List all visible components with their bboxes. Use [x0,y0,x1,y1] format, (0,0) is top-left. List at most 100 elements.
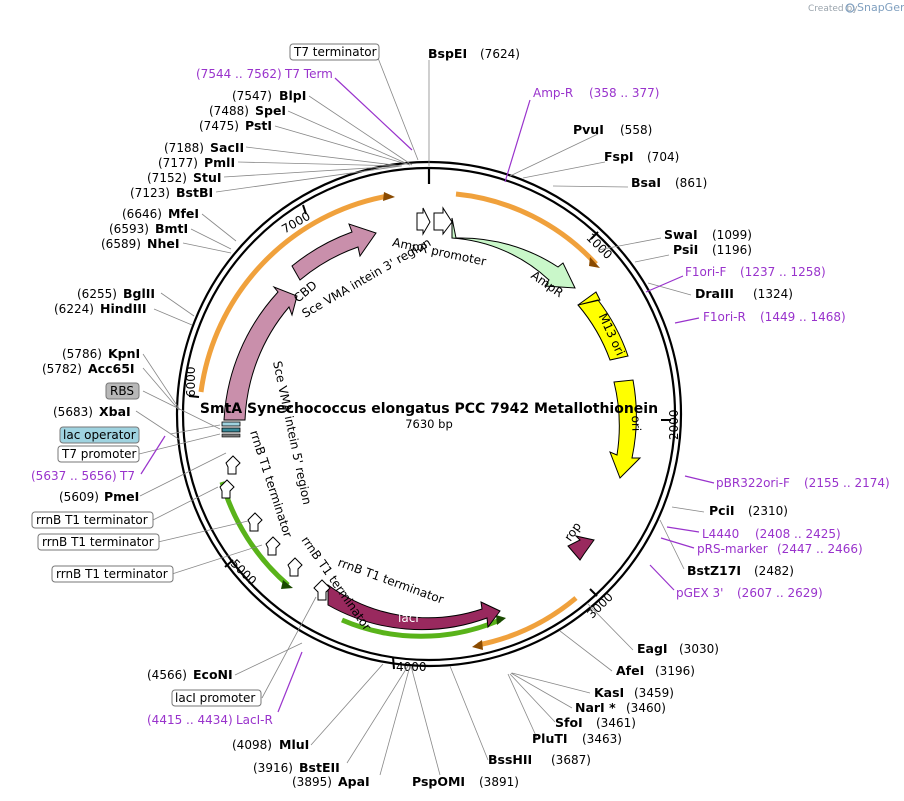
site-name[interactable]: BstZ17I [687,563,741,578]
site-name[interactable]: XbaI [99,404,131,419]
site-name[interactable]: MfeI [168,206,199,221]
label-box [37,533,160,551]
primer-name[interactable]: pBR322ori-F [716,476,790,490]
site-name[interactable]: PluTI [532,731,568,746]
site-name[interactable]: PsiI [673,242,698,257]
laci-gene[interactable] [327,584,501,631]
ampr-gene[interactable] [451,217,576,289]
ori[interactable] [609,379,642,479]
site-name[interactable]: KpnI [108,346,140,361]
label-box [59,426,140,444]
site-name[interactable]: DraIII [695,286,734,301]
site-name[interactable]: ApaI [338,774,370,789]
primer-name[interactable]: F1ori-R [703,310,746,324]
site-name[interactable]: FspI [604,149,634,164]
site-name[interactable]: MluI [279,737,309,752]
site-pos: (3916) [253,761,293,775]
primer-name[interactable]: pGEX 3' [676,586,723,600]
site-name[interactable]: SacII [210,140,244,155]
primer-range: (2155 .. 2174) [804,476,890,490]
rrnb-terminator-marker[interactable] [287,557,303,577]
primer-name[interactable]: T7 Term [284,67,333,81]
site-name[interactable]: BmtI [155,221,188,236]
tick-label-6000: 6000 [184,366,198,397]
site-name[interactable]: AfeI [616,663,644,678]
arc-ampr-orange [455,191,598,266]
site-name[interactable]: BglII [123,286,155,301]
rrnb-terminator-marker[interactable] [313,579,331,601]
site-pos: (7547) [232,89,272,103]
site-name[interactable]: BstBI [176,185,213,200]
site-name[interactable]: HindIII [100,301,147,316]
site-pos: (4566) [147,668,187,682]
site-name[interactable]: EcoNI [193,667,233,682]
site-name[interactable]: BspEI [428,46,467,61]
site-name[interactable]: SpeI [255,103,286,118]
tick-label-2000: 2000 [667,409,681,440]
site-pos: (6224) [54,302,94,316]
site-pos: (861) [675,176,707,190]
arc-arrowhead [589,257,600,268]
site-name[interactable]: BsaI [631,175,661,190]
site-name[interactable]: NheI [147,236,180,251]
t7-promoter-label[interactable]: T7 promoter [61,447,137,461]
m13-ori[interactable] [577,291,629,361]
site-name[interactable]: EagI [637,641,668,656]
sce-vma-intein-3-region[interactable] [291,223,377,281]
site-pos: (5683) [53,405,93,419]
site-pos: (3891) [479,775,519,789]
lac-operator-mark [221,421,241,427]
primer-name[interactable]: Amp-R [533,86,573,100]
site-pos: (7123) [130,186,170,200]
rrnb-terminator-box-label[interactable]: rrnB T1 terminator [42,535,154,549]
rop-gene[interactable] [567,535,595,561]
site-pos: (4098) [232,738,272,752]
site-name[interactable]: BlpI [279,88,306,103]
primer-range: (5637 .. 5656) [31,469,117,483]
site-name[interactable]: KasI [594,685,624,700]
site-name[interactable]: SfoI [555,715,583,730]
site-name[interactable]: PmlI [204,155,235,170]
rrnb-terminator-box-label[interactable]: rrnB T1 terminator [36,513,148,527]
site-name[interactable]: PstI [245,118,272,133]
ori-label: ori [629,415,644,431]
primer-name[interactable]: T7 [119,469,135,483]
site-pos: (3463) [582,732,622,746]
site-pos: (3030) [679,642,719,656]
site-name[interactable]: PmeI [104,489,139,504]
site-name[interactable]: SwaI [664,227,698,242]
primer-name[interactable]: L4440 [702,527,739,541]
sce-vma-intein-5-region[interactable] [223,285,298,421]
site-pos: (5609) [59,490,99,504]
ampr-promoter-arrow-2[interactable] [433,206,453,236]
site-name[interactable]: PvuI [573,122,604,137]
primer-name[interactable]: F1ori-F [685,265,726,279]
site-name[interactable]: BstEII [299,760,340,775]
primer-name[interactable]: LacI-R [236,713,273,727]
site-pos: (558) [620,123,652,137]
tick-mark [188,395,200,398]
rrnb-terminator-box-label[interactable]: rrnB T1 terminator [56,567,168,581]
rbs-label[interactable]: RBS [110,384,134,398]
site-name[interactable]: StuI [193,170,222,185]
site-name[interactable]: PciI [709,503,735,518]
site-name[interactable]: BssHII [488,752,532,767]
rrnb-terminator-marker[interactable] [219,479,235,499]
t7-terminator-label[interactable]: T7 terminator [293,45,377,59]
site-name[interactable]: Acc65I [88,361,135,376]
site-pos: (1196) [712,243,752,257]
laci-promoter-label[interactable]: lacI promoter [175,691,255,705]
lac-operator-label[interactable]: lac operator [63,428,136,442]
primer-name[interactable]: pRS-marker [697,542,768,556]
tick-mark [589,588,598,597]
primer-range: (358 .. 377) [589,86,659,100]
rrnb-terminator-marker[interactable] [225,455,241,475]
primer-range: (2447 .. 2466) [777,542,863,556]
rrnb-terminator-marker[interactable] [265,536,281,556]
site-name[interactable]: NarI * [575,700,616,715]
rrnb-terminator-marker[interactable] [247,512,263,532]
ampr-promoter-arrow-1[interactable] [416,207,431,236]
plasmid-length: 7630 bp [405,417,453,431]
site-name[interactable]: PspOMI [412,774,465,789]
